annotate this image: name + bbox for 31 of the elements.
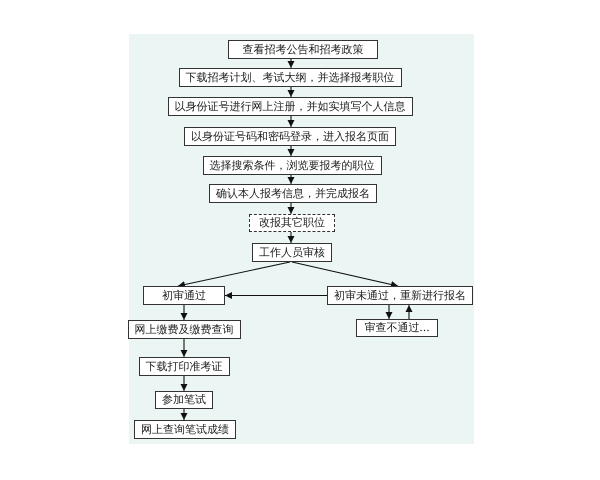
process-box: 以身份证号码和密码登录，进入报名页面	[184, 127, 396, 146]
arrow	[178, 261, 290, 288]
process-box: 以身份证号进行网上注册，并如实填写个人信息	[168, 97, 412, 116]
process-box: 参加笔试	[155, 391, 213, 409]
arrow	[288, 146, 294, 156]
arrow	[288, 203, 294, 214]
process-box: 确认本人报考信息，并完成报名	[209, 184, 377, 203]
arrow	[225, 292, 327, 299]
process-box: 审查不通过...	[356, 319, 438, 337]
process-box: 初审通过	[143, 286, 225, 305]
arrow	[288, 175, 294, 184]
process-box: 下载打印准考证	[138, 357, 230, 376]
process-box: 选择搜索条件，浏览要报考的职位	[202, 156, 382, 175]
arrow	[180, 409, 188, 420]
arrow	[180, 339, 188, 357]
process-box: 网上查询笔试成绩	[134, 420, 236, 439]
process-box: 查看招考公告和招考政策	[228, 40, 378, 59]
arrow	[288, 116, 294, 127]
arrow	[288, 232, 294, 243]
arrow	[180, 376, 188, 391]
process-box: 初审未通过，重新进行报名	[327, 286, 473, 305]
arrow	[406, 305, 412, 319]
arrow	[292, 261, 398, 288]
process-box: 工作人员审核	[252, 243, 332, 262]
process-box: 改报其它职位	[249, 214, 335, 232]
process-box: 网上缴费及缴费查询	[128, 320, 240, 339]
arrow	[288, 59, 294, 68]
arrow	[386, 305, 392, 319]
process-box: 下载招考计划、考试大纲，并选择报考职位	[178, 68, 402, 87]
arrow	[288, 87, 294, 97]
arrow	[180, 305, 188, 320]
